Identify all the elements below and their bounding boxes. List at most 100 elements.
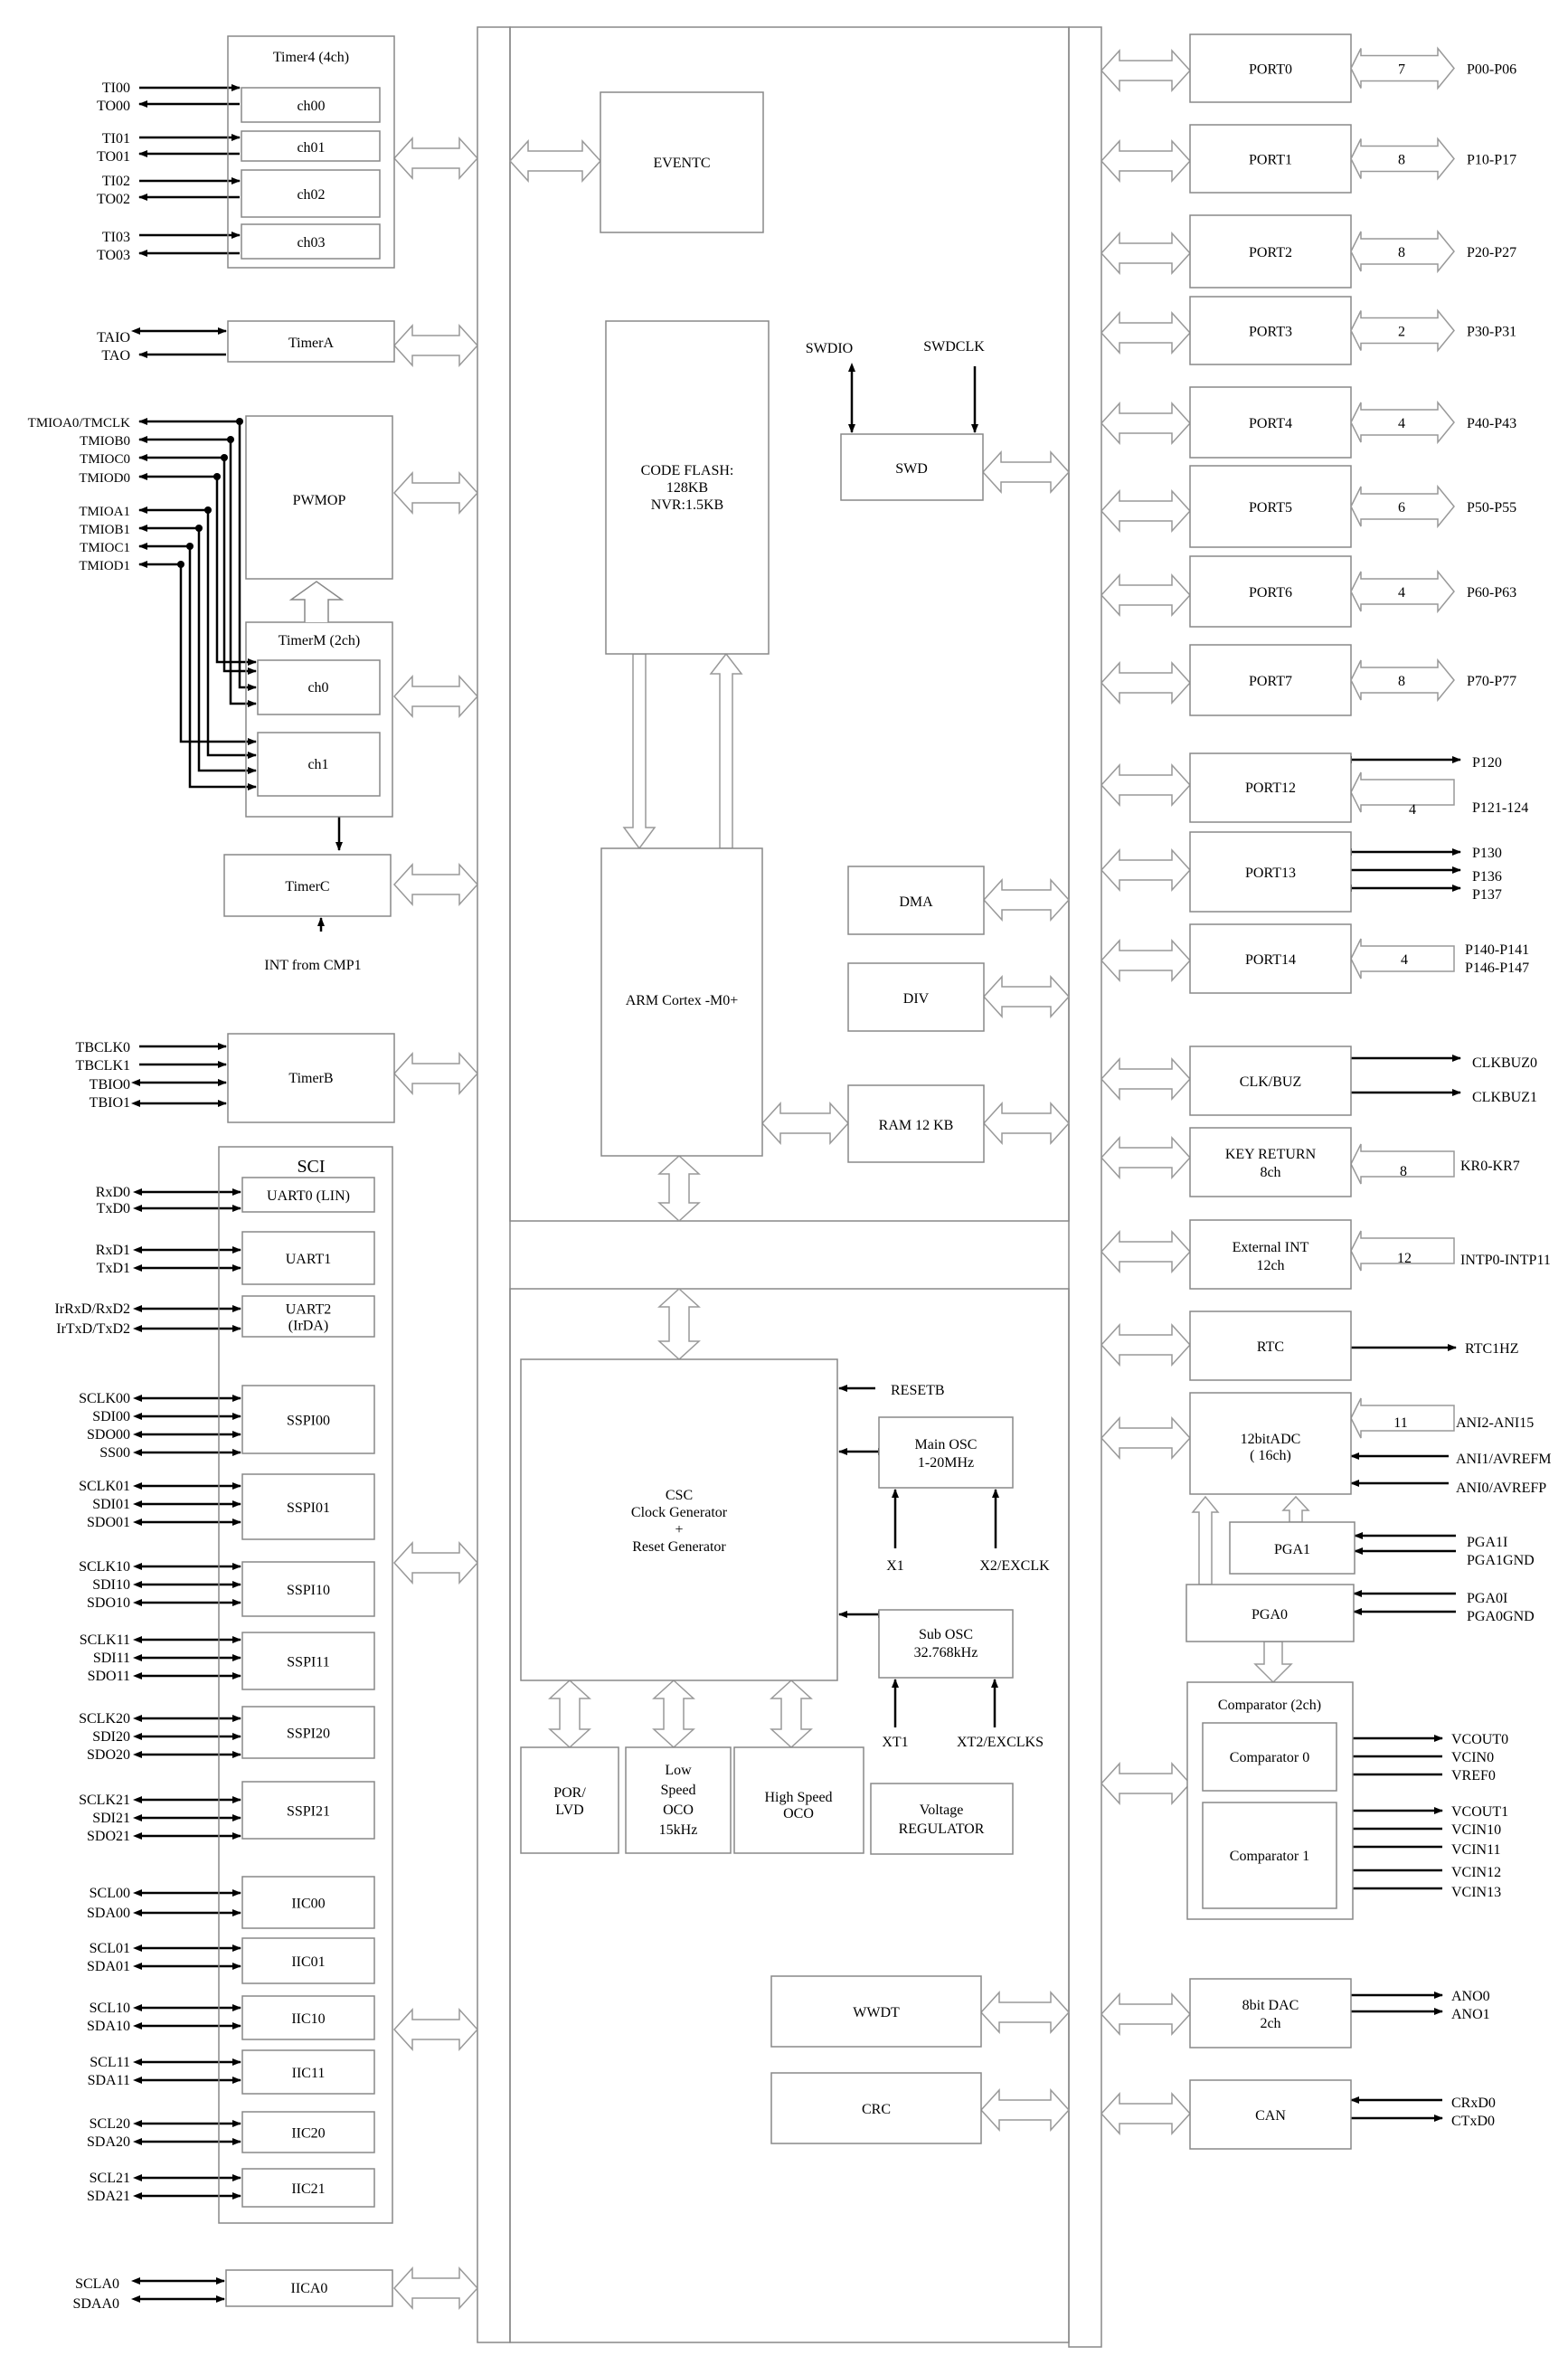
hso-l1: High Speed [764,1790,832,1805]
can-label: CAN [1255,2108,1286,2124]
mainosc-l1: Main OSC [915,1437,978,1452]
pin-rtc1hz: RTC1HZ [1465,1341,1518,1357]
sci-pin-9-0: SCL00 [90,1886,130,1901]
bus-arrow-right-5 [1100,489,1192,533]
sci-pin-14-1: SDA21 [87,2189,130,2204]
flash-l2: 128KB [666,480,708,496]
pin-sdaa0: SDAA0 [72,2296,119,2312]
sci-unit-label-0: UART0 (LIN) [267,1188,350,1204]
pin-taio: TAIO [97,330,130,345]
sci-unit-label-6: SSPI11 [287,1655,329,1670]
por-l2: LVD [555,1802,583,1818]
port-pins-2: P20-P27 [1467,245,1516,260]
sci-unit-box-8 [241,1781,375,1840]
pin-tmiob1: TMIOB1 [80,523,130,537]
pin-tmiob0: TMIOB0 [80,434,130,449]
dma-label: DMA [899,894,933,910]
pin-kr: KR0-KR7 [1460,1159,1520,1174]
port-arrow-3 [1350,308,1455,353]
extint-count: 12 [1397,1251,1412,1266]
comparator-title: Comparator (2ch) [1218,1698,1321,1713]
pin-tmioa0: TMIOA0/TMCLK [28,416,130,431]
sci-pin-9-1: SDA00 [87,1906,130,1921]
port-pins-6: P60-P63 [1467,585,1516,601]
pin-resetb: RESETB [891,1383,945,1398]
pga0-adc-arrow [1191,1495,1220,1585]
ram-label: RAM 12 KB [879,1118,954,1133]
right-peripherals: PORT12 P120 P121-124 4 PORT13 P130 P136 … [1185,752,1552,2150]
pin-ani0: ANI0/AVREFP [1456,1481,1546,1496]
sci-pin-4-2: SDO01 [87,1515,130,1530]
iica0-block: IICA0 SCLA0 SDAA0 [72,2269,393,2312]
bus-arrow-core-1 [982,878,1071,922]
sci-title: SCI [297,1157,325,1177]
mainosc-l2: 1-20MHz [918,1455,974,1471]
timerm-title: TimerM (2ch) [279,633,361,648]
port12-in-arrow [1350,771,1455,813]
left-bus [477,26,511,2343]
sci-pin-10-1: SDA01 [87,1959,130,1974]
port-arrow-4 [1350,400,1455,445]
timer4-ch01: ch01 [297,140,325,156]
timerc-label: TimerC [285,879,329,894]
pin-vcin10: VCIN10 [1451,1822,1501,1838]
adc-l2: ( 16ch) [1250,1448,1291,1463]
pin-ctxd0: CTxD0 [1451,2114,1495,2129]
sci-pin-12-0: SCL11 [90,2055,130,2070]
main-region [509,26,1070,1222]
cpu-bus-arrow [657,1154,701,1223]
csc-bus-arrow [657,1287,701,1361]
adc-in-arrow [1350,1397,1455,1439]
sci-unit-label-2: UART2 [286,1302,332,1318]
internal-buses [477,26,1102,2348]
pin-p146: P146-P147 [1465,960,1529,976]
bus-arrow-left-7 [392,2008,479,2051]
sci-unit-label-3: SSPI00 [287,1414,330,1429]
timerb-label: TimerB [288,1071,333,1086]
lso-l2: Speed [660,1783,695,1798]
port-count-4: 4 [1398,416,1405,431]
port-count-5: 6 [1398,500,1405,516]
port-arrow-5 [1350,484,1455,529]
pin-tmioc0: TMIOC0 [80,452,130,467]
pin-ti01: TI01 [102,131,130,147]
port-pins-0: P00-P06 [1467,62,1516,78]
pin-vcin11: VCIN11 [1451,1842,1501,1858]
crc-label: CRC [862,2102,891,2117]
pin-ani2: ANI2-ANI15 [1456,1415,1534,1431]
port-arrow-7 [1350,658,1455,703]
sci-unit-box-9 [241,1876,375,1929]
pin-xt1: XT1 [882,1735,908,1750]
sci-pin-6-2: SDO11 [88,1669,130,1684]
pin-p121: P121-124 [1472,800,1528,816]
timerm-block: TimerM (2ch) ch0 ch1 [245,581,393,818]
pin-p136: P136 [1472,869,1502,885]
sci-pin-4-1: SDI01 [92,1497,130,1512]
bus-arrow-right-8 [1100,763,1192,807]
bus-arrow-right-0 [1100,49,1192,92]
adc-l1: 12bitADC [1241,1432,1301,1447]
port-pins-1: P10-P17 [1467,153,1516,168]
pin-swdio: SWDIO [806,341,853,356]
extint-l2: 12ch [1256,1258,1284,1273]
port-pins-7: P70-P77 [1467,674,1516,689]
sci-unit-box-10 [241,1937,375,1984]
pin-ti00: TI00 [102,80,130,96]
sci-pin-0-1: TxD0 [97,1201,130,1216]
sci-unit-box-0 [241,1177,375,1213]
port-box-7 [1189,644,1352,716]
pin-pga1gnd: PGA1GND [1467,1553,1535,1568]
sci-unit-label-4: SSPI01 [287,1500,330,1516]
pin-to03: TO03 [97,248,130,263]
port-label-3: PORT3 [1249,325,1292,340]
sci-pin-6-0: SCLK11 [80,1632,130,1648]
sig-timerm-3 [215,477,257,666]
sci-unit-label-13: IIC20 [291,2126,325,2142]
ram-cpu-arrow [760,1102,850,1145]
port12-label: PORT12 [1245,781,1296,796]
port-arrow-6 [1350,569,1455,614]
comparator0-label: Comparator 0 [1230,1750,1309,1765]
pin-ani1: ANI1/AVREFM [1456,1452,1552,1467]
bus-arrow-core-0 [981,450,1071,494]
